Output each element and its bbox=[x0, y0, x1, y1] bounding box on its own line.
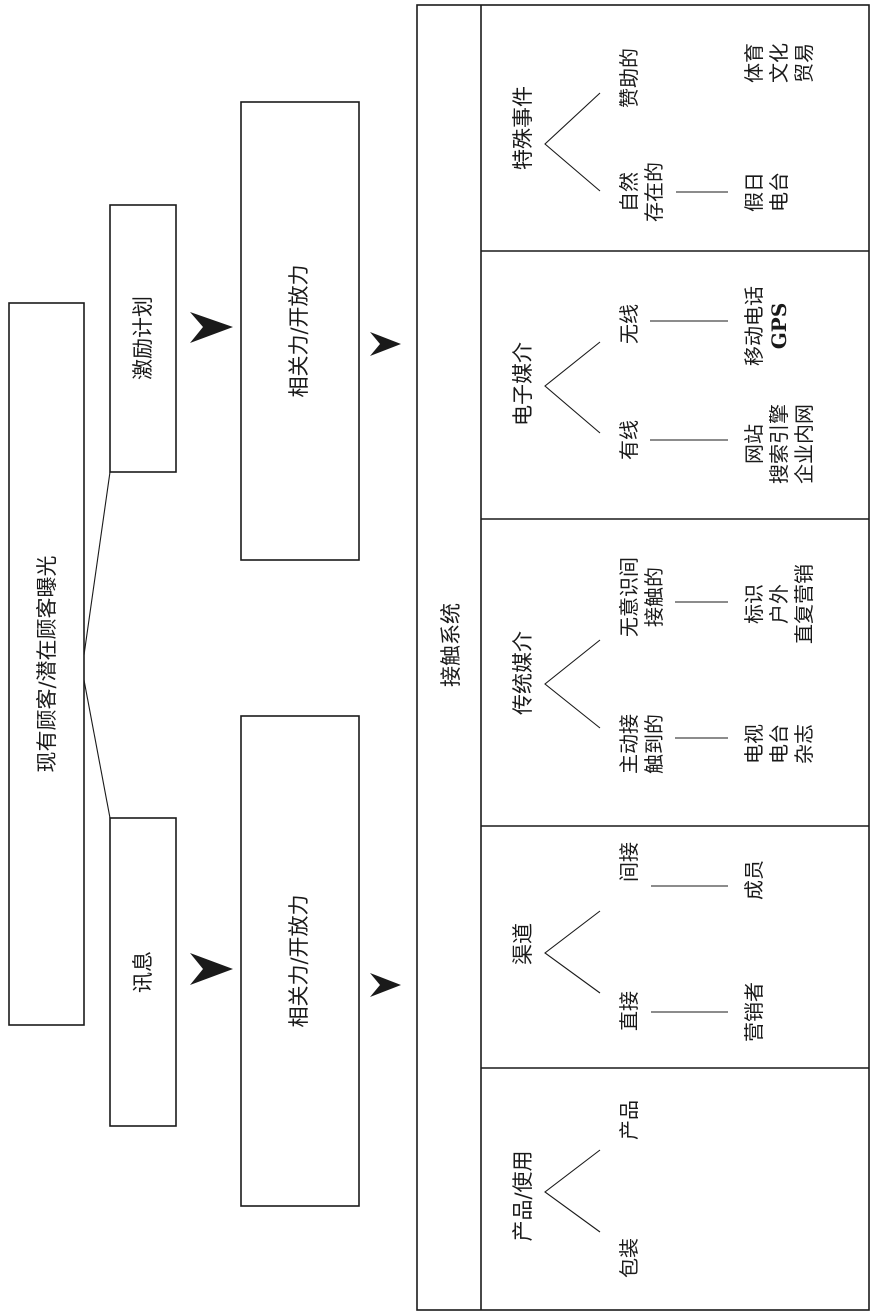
item-text: 假日 bbox=[742, 172, 766, 212]
branch-label: 存在的 bbox=[642, 162, 666, 222]
panel-heading: 传统媒介 bbox=[511, 631, 535, 715]
arrow-top-1 bbox=[190, 312, 233, 343]
arrow-bottom-2 bbox=[370, 973, 401, 997]
branch-lines bbox=[544, 910, 601, 994]
relevance-box-bottom bbox=[240, 715, 360, 1207]
branch-label: 接触的 bbox=[642, 567, 666, 627]
exposure-label: 现有顾客/潜在顾客曝光 bbox=[35, 555, 59, 772]
panel-special-events: 特殊事件 自然 存在的 赞助的 假日 电台 体育 文化 贸易 bbox=[511, 43, 816, 222]
item-text: 电台 bbox=[767, 724, 791, 764]
item-text: 直复营销 bbox=[792, 564, 816, 644]
relevance-box-top bbox=[240, 101, 360, 561]
panel-heading: 电子媒介 bbox=[511, 342, 535, 426]
branch-lines bbox=[544, 92, 601, 192]
branch-lines bbox=[544, 341, 601, 434]
item-text: 标识 bbox=[742, 584, 766, 624]
message-box bbox=[109, 817, 177, 1127]
panel-traditional-media: 传统媒介 主动接 触到的 无意识间 接触的 电视 电台 杂志 标识 户外 直复营… bbox=[511, 557, 816, 774]
connector-top bbox=[83, 471, 111, 656]
branch-lines bbox=[544, 1149, 601, 1233]
item-text: 营销者 bbox=[742, 982, 766, 1042]
arrow-top-2 bbox=[370, 332, 401, 356]
branch-lines bbox=[544, 639, 601, 729]
panel-heading: 渠道 bbox=[511, 923, 535, 965]
item-text: 网站 bbox=[742, 424, 766, 464]
branch-label: 包装 bbox=[617, 1238, 641, 1278]
branch-label: 无意识间 bbox=[617, 557, 641, 637]
branch-label: 有线 bbox=[617, 420, 641, 460]
panel-electronic-media: 电子媒介 有线 无线 网站 搜索引擎 企业内网 移动电话 GPS bbox=[511, 286, 816, 484]
item-text: 电视 bbox=[742, 724, 766, 764]
connector-bottom bbox=[83, 679, 111, 819]
item-text: 搜索引擎 bbox=[767, 404, 791, 484]
branch-label: 自然 bbox=[617, 172, 641, 212]
relevance-label-top: 相关力/开放力 bbox=[287, 264, 311, 397]
relevance-label-bottom: 相关力/开放力 bbox=[287, 894, 311, 1027]
panel-heading: 产品/使用 bbox=[511, 1150, 535, 1241]
item-text: 企业内网 bbox=[792, 404, 816, 484]
branch-label: 主动接 bbox=[617, 714, 641, 774]
message-label: 讯息 bbox=[131, 951, 155, 993]
branch-label: 产品 bbox=[617, 1100, 641, 1140]
item-text: 电台 bbox=[767, 172, 791, 212]
incentive-label: 激励计划 bbox=[131, 296, 155, 380]
item-text: 文化 bbox=[767, 43, 791, 83]
incentive-box bbox=[109, 204, 177, 473]
contact-system-frame bbox=[416, 4, 870, 1311]
panel-channels: 渠道 直接 间接 营销者 成员 bbox=[511, 842, 766, 1042]
item-text: 体育 bbox=[742, 43, 766, 83]
branch-label: 间接 bbox=[617, 842, 641, 882]
item-text: 成员 bbox=[742, 860, 766, 900]
contact-system-title: 接触系统 bbox=[439, 603, 463, 687]
branch-label: 赞助的 bbox=[617, 48, 641, 108]
item-text: 户外 bbox=[767, 584, 791, 624]
panel-product-use: 产品/使用 包装 产品 bbox=[511, 1100, 641, 1278]
exposure-box bbox=[8, 302, 85, 1026]
arrow-bottom-1 bbox=[190, 953, 233, 985]
branch-label: 无线 bbox=[617, 304, 641, 344]
item-text: 贸易 bbox=[792, 43, 816, 83]
panel-heading: 特殊事件 bbox=[511, 86, 535, 170]
item-text: GPS bbox=[767, 303, 791, 350]
branch-label: 触到的 bbox=[642, 714, 666, 774]
item-text: 移动电话 bbox=[742, 286, 766, 366]
item-text: 杂志 bbox=[792, 724, 816, 764]
branch-label: 直接 bbox=[617, 991, 641, 1031]
